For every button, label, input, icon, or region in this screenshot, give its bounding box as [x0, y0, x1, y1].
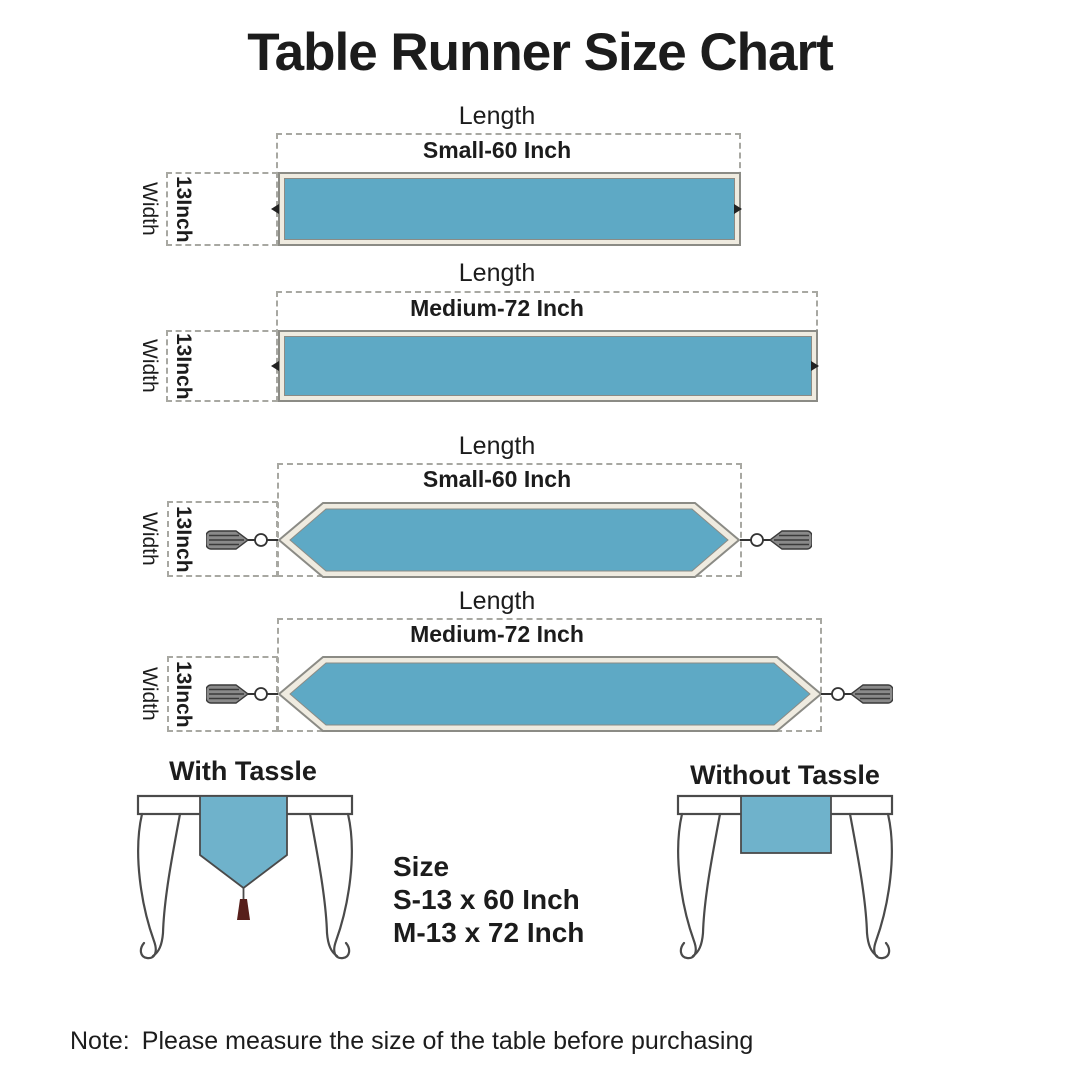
width-value-label: 13Inch [172, 660, 195, 728]
pointed-runner-shape [277, 656, 823, 732]
width-label: Width [138, 182, 161, 236]
runner-fabric [284, 336, 812, 396]
width-label: Width [138, 512, 161, 566]
table-with-tassel-illustration [136, 794, 354, 960]
length-label: Length [458, 259, 536, 287]
pointed-runner-shape [277, 502, 741, 578]
width-value-label: 13Inch [172, 505, 195, 573]
runner-shape [278, 172, 741, 246]
runner-fabric [284, 178, 735, 240]
size-label: Small-60 Inch [422, 466, 572, 492]
runner-shape [278, 330, 818, 402]
width-value-label: 13Inch [172, 175, 195, 243]
table-without-tassel-illustration [676, 794, 894, 960]
width-value-label: 13Inch [172, 332, 195, 400]
dimension-arrow-icon [271, 204, 279, 214]
width-label: Width [138, 667, 161, 721]
dimension-arrow-icon [734, 204, 742, 214]
tassel-icon [740, 530, 812, 550]
dimension-arrow-icon [271, 361, 279, 371]
size-legend-heading: Size [393, 851, 450, 882]
length-label: Length [458, 587, 536, 615]
size-legend-small: S-13 x 60 Inch [393, 884, 580, 915]
tassel-icon [206, 530, 278, 550]
example-caption: With Tassle [169, 756, 317, 786]
size-label: Medium-72 Inch [410, 621, 584, 647]
example-caption: Without Tassle [690, 760, 880, 790]
tassel-icon [206, 684, 278, 704]
size-label: Medium-72 Inch [410, 295, 584, 321]
size-label: Small-60 Inch [422, 137, 572, 163]
length-label: Length [458, 432, 536, 460]
note-label: Note: [70, 1027, 130, 1055]
page-title: Table Runner Size Chart [247, 23, 834, 82]
length-label: Length [458, 102, 536, 130]
note-text: Please measure the size of the table bef… [141, 1027, 754, 1055]
note: Note: Please measure the size of the tabl… [70, 1027, 753, 1056]
width-label: Width [138, 339, 161, 393]
dimension-arrow-icon [811, 361, 819, 371]
tassel-icon [821, 684, 893, 704]
size-legend-medium: M-13 x 72 Inch [393, 917, 585, 948]
size-legend: Size S-13 x 60 Inch M-13 x 72 Inch [393, 850, 584, 949]
